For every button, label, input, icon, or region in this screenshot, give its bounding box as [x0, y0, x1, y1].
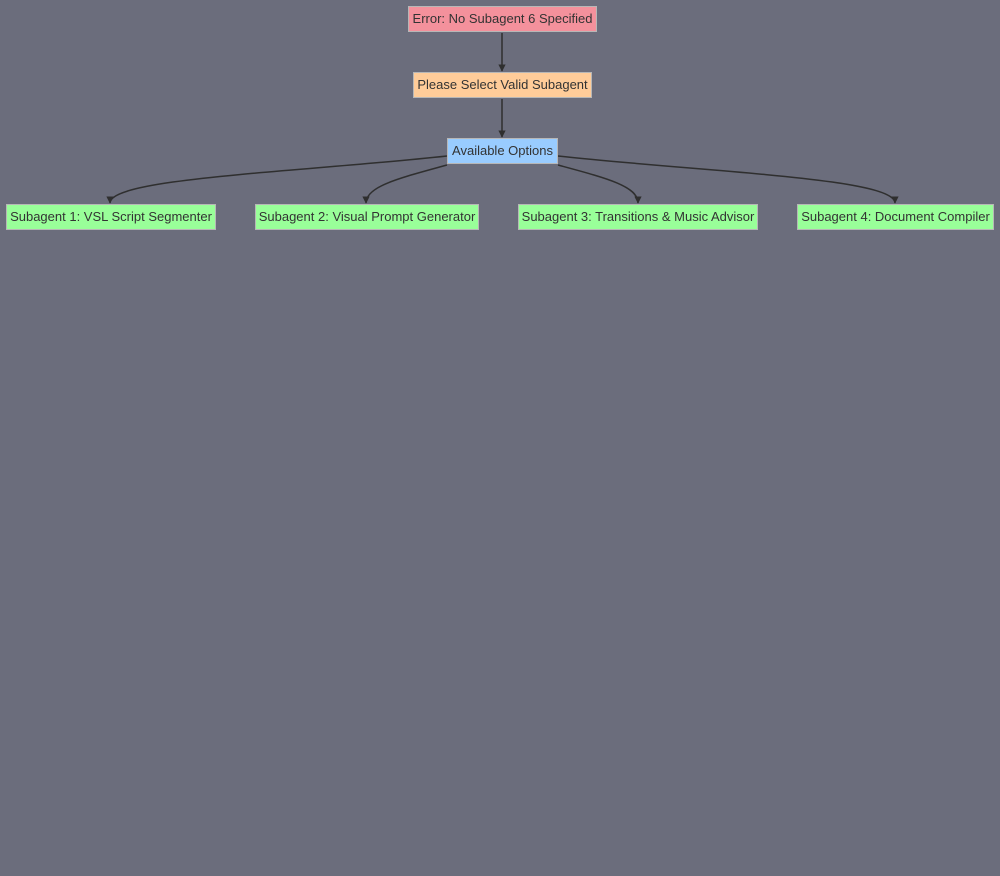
- edge-options-to-subagent-4: [557, 155, 899, 204]
- node-available-options: Available Options: [447, 138, 558, 164]
- node-error: Error: No Subagent 6 Specified: [408, 6, 597, 32]
- node-select-subagent: Please Select Valid Subagent: [413, 72, 592, 98]
- node-subagent-2: Subagent 2: Visual Prompt Generator: [255, 204, 479, 230]
- edge-options-to-subagent-3: [557, 164, 642, 204]
- node-subagent-4: Subagent 4: Document Compiler: [797, 204, 994, 230]
- node-subagent-3: Subagent 3: Transitions & Music Advisor: [518, 204, 758, 230]
- node-subagent-1: Subagent 1: VSL Script Segmenter: [6, 204, 216, 230]
- edge-options-to-subagent-2: [362, 164, 448, 204]
- edge-options-to-subagent-1: [106, 155, 448, 204]
